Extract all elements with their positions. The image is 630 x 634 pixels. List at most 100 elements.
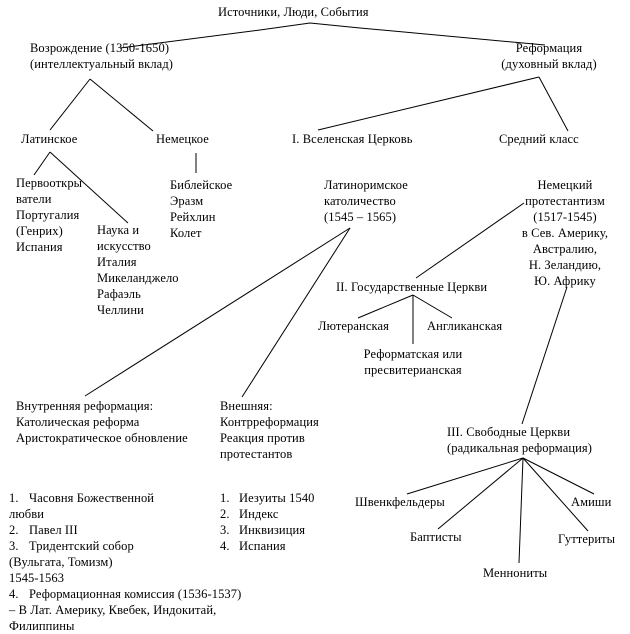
list-text: Тридентский собор [29, 539, 134, 553]
science-line: Микеланджело [97, 271, 179, 285]
latin-to-science [49, 151, 129, 224]
external-line: Контрреформация [220, 415, 319, 429]
amish-node: Амиши [571, 495, 612, 509]
external-line: протестантов [220, 447, 293, 461]
protestantism-line: протестантизм [525, 194, 605, 208]
external-list-item: 1. Иезуиты 1540 [220, 490, 315, 506]
external-list-item: 4. Испания [220, 538, 315, 554]
internal-line: Внутренняя реформация: [16, 399, 154, 413]
root-node: Источники, Люди, События [218, 5, 369, 19]
protestantism-line: Австралию, [532, 242, 598, 256]
free-churches-node: III. Свободные Церкви (радикальная рефор… [447, 424, 592, 456]
list-number: 2. [220, 507, 230, 521]
reformation-to-universal [317, 76, 540, 131]
german-items-node: Библейское Эразм Рейхлин Колет [170, 177, 232, 241]
reformed-line: пресвитерианская [364, 363, 462, 377]
german-item: Колет [170, 226, 202, 240]
reformation-subtitle: (духовный вклад) [501, 57, 597, 71]
anglican-node: Англиканская [427, 319, 503, 333]
german-item: Библейское [170, 178, 233, 192]
protestantism-line: (1517-1545) [533, 210, 597, 224]
list-text: Инквизиция [239, 523, 306, 537]
list-continuation: 1545-1563 [9, 571, 65, 585]
state-churches-node: II. Государственные Церкви [336, 280, 488, 294]
explorers-line: Португалия [16, 208, 80, 222]
list-text: Павел III [29, 523, 78, 537]
internal-line: Католическая реформа [16, 415, 140, 429]
list-text: Иезуиты 1540 [239, 491, 315, 505]
external-reformation-node: Внешняя: Контрреформация Реакция против … [220, 398, 319, 462]
explorers-line: (Генрих) [16, 224, 63, 238]
list-text: Испания [239, 539, 286, 553]
list-number: 3. [9, 539, 19, 553]
state-to-lutheran [357, 294, 414, 319]
external-line: Внешняя: [220, 399, 273, 413]
universal-church-node: I. Вселенская Церковь [292, 132, 413, 146]
external-list-item: 3. Инквизиция [220, 522, 315, 538]
german-item: Эразм [170, 194, 204, 208]
external-list-item: 2. Индекс [220, 506, 315, 522]
german-node: Немецкое [156, 132, 209, 146]
explorers-line: Первооткры [16, 176, 83, 190]
science-line: Италия [97, 255, 137, 269]
baptists-node: Баптисты [410, 530, 462, 544]
internal-list-item: 4.Реформационная комиссия (1536-1537) [9, 586, 241, 602]
list-number: 2. [9, 523, 19, 537]
explorers-node: Первооткры ватели Португалия (Генрих) Ис… [16, 175, 82, 255]
science-node: Наука и искусство Италия Микеланджело Ра… [97, 222, 179, 318]
reformed-line: Реформатская или [363, 347, 463, 361]
root-connector [119, 22, 546, 49]
list-text: Реформационная комиссия (1536-1537) [29, 587, 242, 601]
german-item: Рейхлин [170, 210, 216, 224]
science-line: Наука и [97, 223, 140, 237]
hutterites-node: Гуттериты [558, 532, 616, 546]
free-to-mennonites [518, 457, 524, 564]
internal-reformation-node: Внутренняя реформация: Католическая рефо… [16, 398, 188, 446]
schwenkfelders-node: Швенкфельдеры [355, 495, 445, 509]
internal-line: Аристократическое обновление [16, 431, 188, 445]
catholicism-line: (1545 – 1565) [324, 210, 397, 224]
reformation-title: Реформация [515, 41, 583, 55]
free-to-schwenkfelders [406, 457, 524, 495]
list-number: 1. [9, 491, 19, 505]
internal-list-item: 3. Тридентский собор [9, 538, 241, 554]
list-continuation: любви [9, 507, 45, 521]
internal-list: 1. Часовня Божественной любви 2. Павел III… [9, 490, 241, 634]
external-line: Реакция против [220, 431, 305, 445]
reformation-node: Реформация (духовный вклад) [490, 40, 608, 72]
lutheran-node: Лютеранская [318, 319, 389, 333]
catholicism-line: католичество [324, 194, 396, 208]
list-number: 4. [220, 539, 230, 553]
protestantism-to-state [415, 202, 525, 279]
renaissance-subtitle: (интеллектуальный вклад) [30, 57, 174, 71]
reformed-node: Реформатская или пресвитерианская [355, 346, 471, 378]
external-list: 1. Иезуиты 1540 2. Индекс 3. Инквизиция 4. И… [220, 490, 315, 554]
explorers-line: ватели [16, 192, 52, 206]
list-continuation: Филиппины [9, 619, 75, 633]
state-to-anglican [412, 294, 453, 319]
catholicism-to-internal [84, 227, 351, 397]
german-protestantism-node: Немецкий протестантизм (1517-1545) в Сев… [510, 177, 620, 289]
middle-class-node: Средний класс [499, 132, 579, 146]
list-number: 1. [220, 491, 230, 505]
list-number: 3. [220, 523, 230, 537]
list-continuation: (Вульгата, Томизм) [9, 555, 113, 569]
protestantism-line: Н. Зеландию, [528, 258, 602, 272]
latin-to-explorers [33, 151, 51, 176]
free-to-baptists [437, 457, 524, 530]
protestantism-to-free [521, 286, 568, 425]
list-text: Индекс [239, 507, 279, 521]
renaissance-to-german [89, 78, 154, 132]
mennonites-node: Меннониты [483, 566, 548, 580]
protestantism-line: в Сев. Америку, [521, 226, 609, 240]
list-continuation: – В Лат. Америку, Квебек, Индокитай, [9, 603, 217, 617]
catholicism-to-external [241, 227, 351, 398]
science-line: Челлини [97, 303, 144, 317]
renaissance-to-latin [49, 78, 91, 131]
reformation-to-middle-class [538, 76, 569, 132]
science-line: искусство [97, 239, 151, 253]
internal-list-item: 2. Павел III [9, 522, 241, 538]
list-text: Часовня Божественной [29, 491, 155, 505]
free-to-amish [522, 457, 595, 495]
